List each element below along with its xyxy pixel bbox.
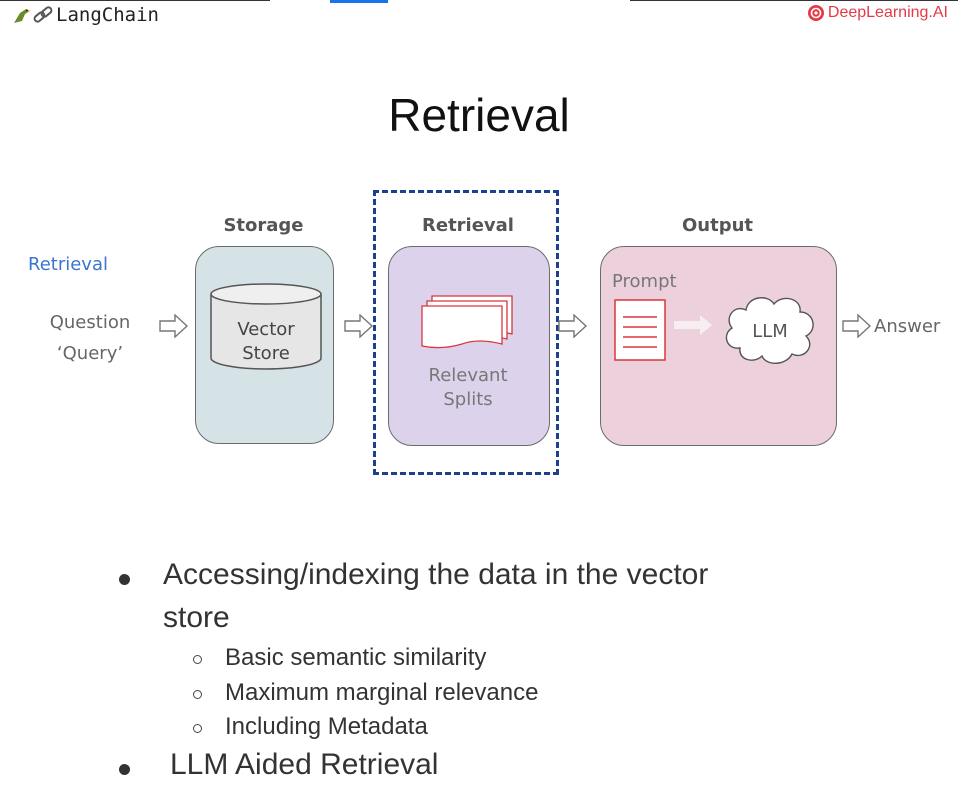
bullet-marker bbox=[119, 574, 130, 585]
vector-store-label: Vector Store bbox=[211, 318, 321, 366]
sub-bullet-marker bbox=[193, 655, 202, 664]
llm-label: LLM bbox=[752, 321, 788, 342]
bullet-item-1-line1: Accessing/indexing the data in the vecto… bbox=[163, 558, 709, 591]
sub-bullet-marker bbox=[193, 724, 202, 733]
output-stage-label: Output bbox=[681, 215, 754, 236]
storage-stage-label: Storage bbox=[223, 215, 304, 236]
query-label: ‘Query’ bbox=[56, 343, 124, 364]
vector-store-line2: Store bbox=[242, 343, 290, 364]
arrow-to-output bbox=[558, 314, 588, 338]
prompt-label: Prompt bbox=[612, 271, 677, 292]
relevant-splits-label: Relevant Splits bbox=[395, 364, 541, 412]
deeplearning-logo-text: DeepLearning.AI bbox=[827, 4, 948, 21]
sub-item-3: Including Metadata bbox=[225, 713, 428, 740]
parrot-icon bbox=[14, 9, 30, 23]
relevant-splits-line2: Splits bbox=[443, 389, 493, 410]
deeplearning-logo: DeepLearning.AI bbox=[807, 4, 948, 22]
bullet-marker bbox=[119, 764, 130, 775]
database-cylinder-icon bbox=[210, 283, 322, 370]
sub-item-1: Basic semantic similarity bbox=[225, 644, 487, 671]
top-divider-left bbox=[0, 0, 270, 1]
retrieval-box bbox=[388, 246, 550, 446]
relevant-splits-line1: Relevant bbox=[428, 365, 508, 386]
document-splits-icon bbox=[421, 295, 513, 349]
prompt-document-icon bbox=[614, 299, 666, 361]
arrow-to-storage bbox=[159, 314, 189, 338]
retrieval-highlight-frame bbox=[373, 190, 559, 475]
bullet-item-2: LLM Aided Retrieval bbox=[170, 748, 439, 781]
prompt-to-llm-arrow bbox=[674, 315, 712, 335]
slide-title: Retrieval bbox=[388, 89, 570, 141]
langchain-logo: LangChain bbox=[10, 4, 159, 26]
langchain-logo-text: LangChain bbox=[56, 4, 159, 26]
llm-cloud-icon bbox=[725, 297, 814, 364]
sub-item-2: Maximum marginal relevance bbox=[225, 679, 539, 706]
retrieval-side-label: Retrieval bbox=[28, 254, 108, 275]
deeplearning-icon bbox=[807, 5, 824, 21]
question-label: Question bbox=[49, 312, 131, 333]
top-accent-mark bbox=[330, 0, 388, 3]
bullet-item-1-line2: store bbox=[163, 601, 230, 634]
top-divider-right bbox=[630, 0, 958, 1]
top-bar: LangChain DeepLearning.AI bbox=[0, 0, 958, 30]
arrow-to-retrieval bbox=[344, 314, 374, 338]
arrow-to-answer bbox=[842, 314, 872, 338]
answer-label: Answer bbox=[874, 316, 941, 337]
vector-store-line1: Vector bbox=[237, 319, 295, 340]
sub-bullet-marker bbox=[193, 690, 202, 699]
chain-link-icon bbox=[33, 6, 53, 23]
retrieval-stage-label: Retrieval bbox=[422, 215, 514, 236]
